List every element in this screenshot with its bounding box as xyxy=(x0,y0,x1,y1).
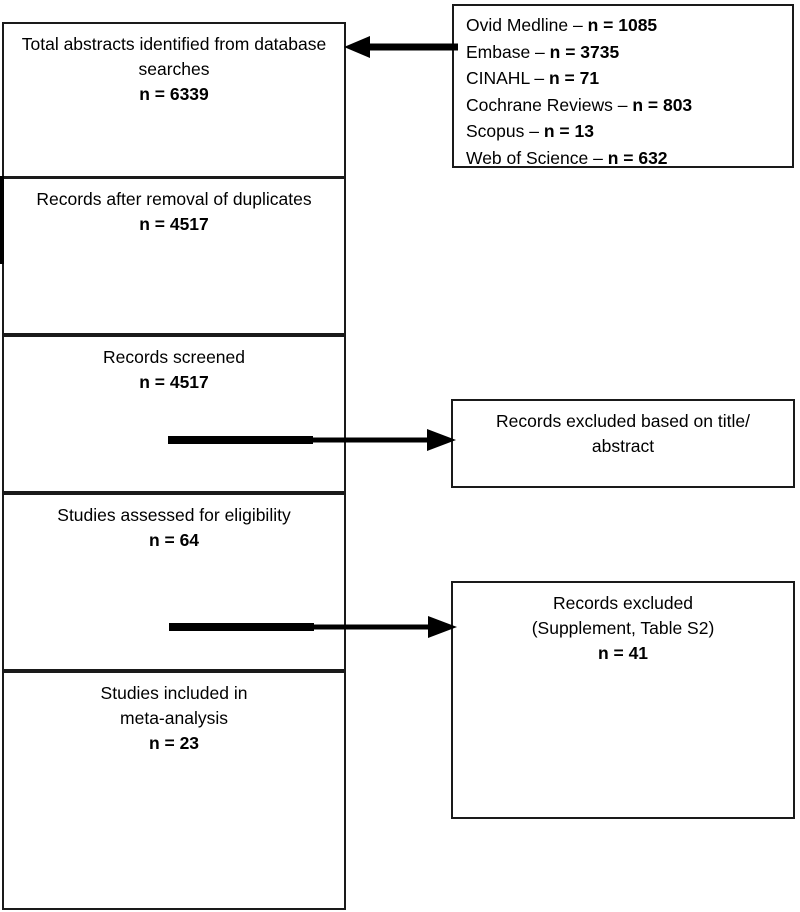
box-records-excluded-title-abstract-line2: abstract xyxy=(591,435,655,456)
box-records-excluded-title-abstract-text: Records excluded based on title/ abstrac… xyxy=(453,401,793,459)
box-records-after-duplicates-text: Records after removal of duplicates n = … xyxy=(4,179,344,237)
source-count: n = 13 xyxy=(543,121,594,142)
box-studies-included-line2: meta-analysis xyxy=(120,707,228,728)
source-name: Cochrane Reviews – xyxy=(466,94,633,115)
arrowhead-left-icon xyxy=(344,36,370,58)
source-count: n = 632 xyxy=(607,147,668,168)
source-count: n = 3735 xyxy=(549,41,620,62)
arrow-eligibility-to-excluded-supplement xyxy=(169,616,457,638)
arrow-shaft-thin xyxy=(308,437,430,443)
box-records-excluded-supplement-line2: (Supplement, Table S2) xyxy=(531,617,715,638)
source-item: Ovid Medline – n = 1085 xyxy=(466,12,786,39)
box-studies-assessed-eligibility-count: n = 64 xyxy=(148,529,200,550)
arrow-shaft-thick xyxy=(169,623,314,631)
source-item: Embase – n = 3735 xyxy=(466,39,786,66)
source-item: Web of Science – n = 632 xyxy=(466,145,786,172)
source-item: Scopus – n = 13 xyxy=(466,118,786,145)
source-name: Scopus – xyxy=(466,121,544,142)
box-records-after-duplicates: Records after removal of duplicates n = … xyxy=(2,177,346,335)
box-studies-included-line1: Studies included in xyxy=(100,683,248,703)
box-records-screened-line1: Records screened xyxy=(102,347,246,367)
source-name: CINAHL – xyxy=(466,68,549,89)
source-name: Web of Science – xyxy=(466,147,608,168)
arrowhead-right-icon xyxy=(427,429,456,451)
arrow-shaft xyxy=(368,43,458,51)
box-studies-included-meta-analysis: Studies included in meta-analysis n = 23 xyxy=(2,671,346,910)
arrowhead-right-icon xyxy=(428,616,457,638)
source-count: n = 1085 xyxy=(587,15,658,35)
box-records-after-duplicates-count: n = 4517 xyxy=(139,213,209,234)
box-records-after-duplicates-line1: Records after removal of duplicates xyxy=(36,189,312,209)
box-records-screened: Records screened n = 4517 xyxy=(2,335,346,493)
box-records-excluded-supplement-text: Records excluded (Supplement, Table S2) … xyxy=(453,583,793,666)
arrow-sources-to-total-abstracts xyxy=(344,36,458,58)
box-studies-included-meta-analysis-text: Studies included in meta-analysis n = 23 xyxy=(4,673,344,756)
box-database-sources: Ovid Medline – n = 1085 Embase – n = 373… xyxy=(452,4,794,168)
box-records-screened-count: n = 4517 xyxy=(139,371,209,392)
box-records-excluded-supplement: Records excluded (Supplement, Table S2) … xyxy=(451,581,795,819)
box-total-abstracts-text: Total abstracts identified from database… xyxy=(4,24,344,107)
arrow-shaft-thick xyxy=(168,436,313,444)
box-studies-assessed-eligibility-text: Studies assessed for eligibility n = 64 xyxy=(4,495,344,553)
source-item: CINAHL – n = 71 xyxy=(466,65,786,92)
box-studies-assessed-eligibility: Studies assessed for eligibility n = 64 xyxy=(2,493,346,671)
box-records-excluded-supplement-count: n = 41 xyxy=(597,642,649,663)
source-count: n = 71 xyxy=(549,68,600,89)
arrow-stub-records-after-duplicates xyxy=(0,176,4,264)
box-total-abstracts-line2: searches xyxy=(138,58,210,79)
box-database-sources-text: Ovid Medline – n = 1085 Embase – n = 373… xyxy=(454,6,792,172)
source-count: n = 803 xyxy=(632,94,693,115)
box-studies-assessed-eligibility-line1: Studies assessed for eligibility xyxy=(57,505,291,525)
box-total-abstracts-count: n = 6339 xyxy=(139,83,209,104)
arrow-shaft-thin xyxy=(309,624,431,630)
arrow-screened-to-excluded-title-abstract xyxy=(168,429,456,451)
box-total-abstracts-line1: Total abstracts identified from database xyxy=(21,34,327,54)
box-total-abstracts: Total abstracts identified from database… xyxy=(2,22,346,178)
source-name: Embase – xyxy=(466,41,550,62)
box-records-screened-text: Records screened n = 4517 xyxy=(4,337,344,395)
box-records-excluded-title-abstract-line1: Records excluded based on title/ xyxy=(496,411,750,431)
box-studies-included-count: n = 23 xyxy=(148,732,200,753)
box-records-excluded-supplement-line1: Records excluded xyxy=(552,593,694,613)
source-name: Ovid Medline – xyxy=(466,15,588,35)
source-item: Cochrane Reviews – n = 803 xyxy=(466,92,786,119)
box-records-excluded-title-abstract: Records excluded based on title/ abstrac… xyxy=(451,399,795,488)
